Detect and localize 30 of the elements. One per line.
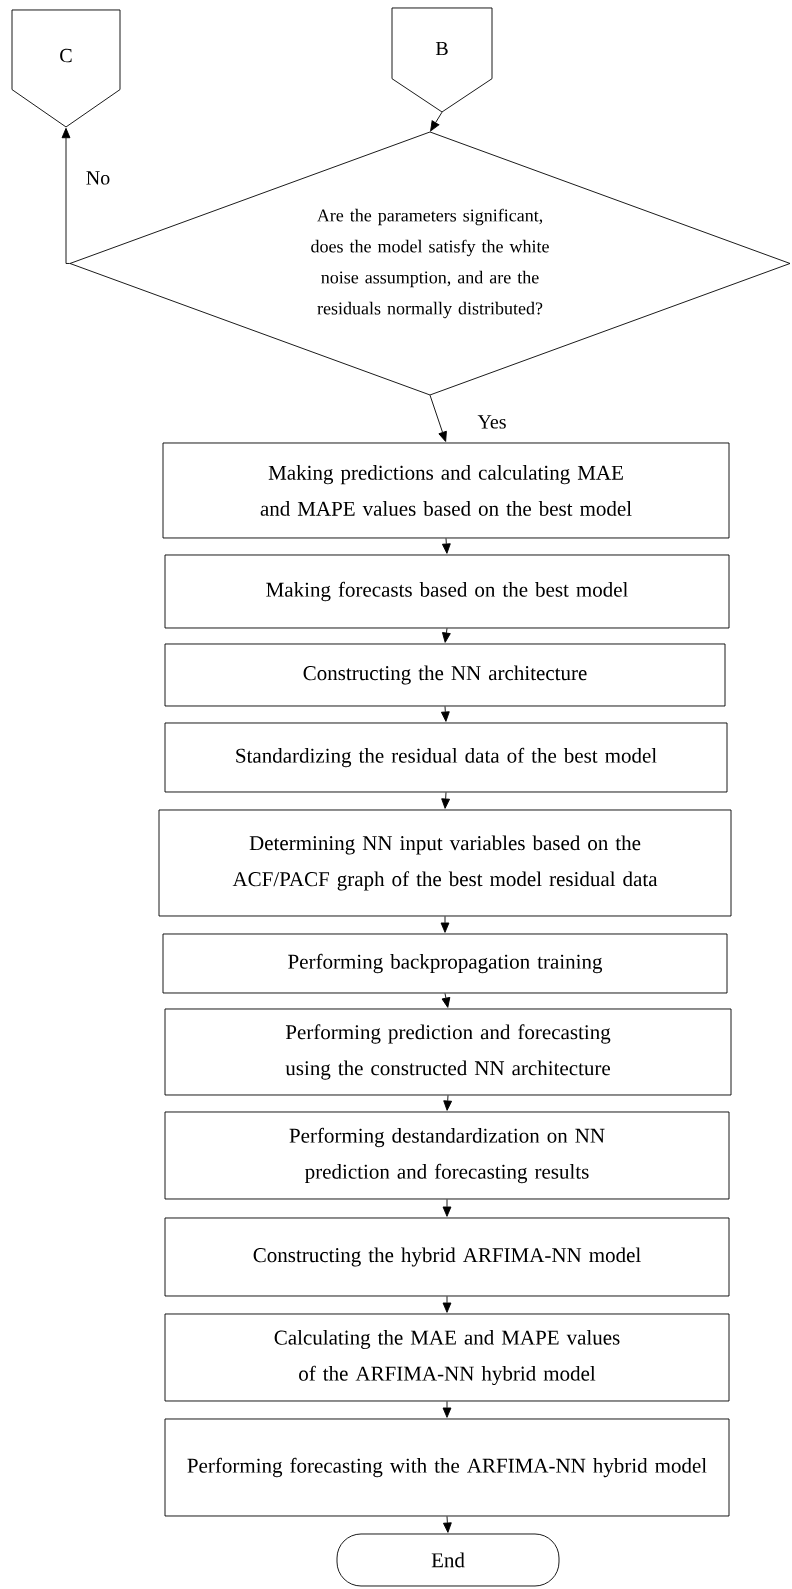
process-box: Making forecasts based on the best model: [164, 554, 730, 629]
arrow: [441, 993, 451, 1008]
arrow: [442, 1199, 452, 1217]
process-box: Performing forecasting with the ARFIMA-NN hybrid model: [164, 1418, 730, 1517]
arrow: [441, 792, 450, 809]
arrow: [442, 1401, 452, 1418]
process-box: Performing prediction and forecasting using the constructed NN architecture: [164, 1008, 732, 1096]
process-box: Constructing the hybrid ARFIMA-NN model: [164, 1217, 730, 1297]
arrow: [440, 706, 450, 722]
arrow: [443, 1516, 452, 1533]
arrow: [442, 1296, 452, 1313]
process-box: Performing destandardization on NN prediction and forecasting results: [164, 1111, 730, 1200]
off-page-connector: C: [11, 9, 121, 128]
off-page-connector: B: [391, 7, 493, 113]
arrow: [440, 916, 450, 933]
process-box: Performing backpropagation training: [162, 933, 728, 994]
process-box: Standardizing the residual data of the best model: [164, 722, 728, 793]
arrow: [441, 537, 451, 554]
arrow: [429, 394, 447, 442]
process-box: Calculating the MAE and MAPE values of the ARFIMA-NN hybrid model: [164, 1313, 730, 1402]
process-box: Making predictions and calculating MAE and MAPE values based on the best model: [162, 442, 730, 539]
edge-label: Yes: [476, 414, 508, 430]
arrow: [430, 111, 443, 132]
terminal-box: End: [336, 1533, 560, 1587]
arrow: [442, 628, 451, 643]
edge-label: No: [84, 170, 112, 186]
arrow: [443, 1095, 453, 1111]
process-box: Constructing the NN architecture: [164, 643, 726, 707]
process-box: Determining NN input variables based on the ACF/PACF graph of the best model residual data: [158, 809, 732, 917]
arrow: [61, 127, 71, 264]
